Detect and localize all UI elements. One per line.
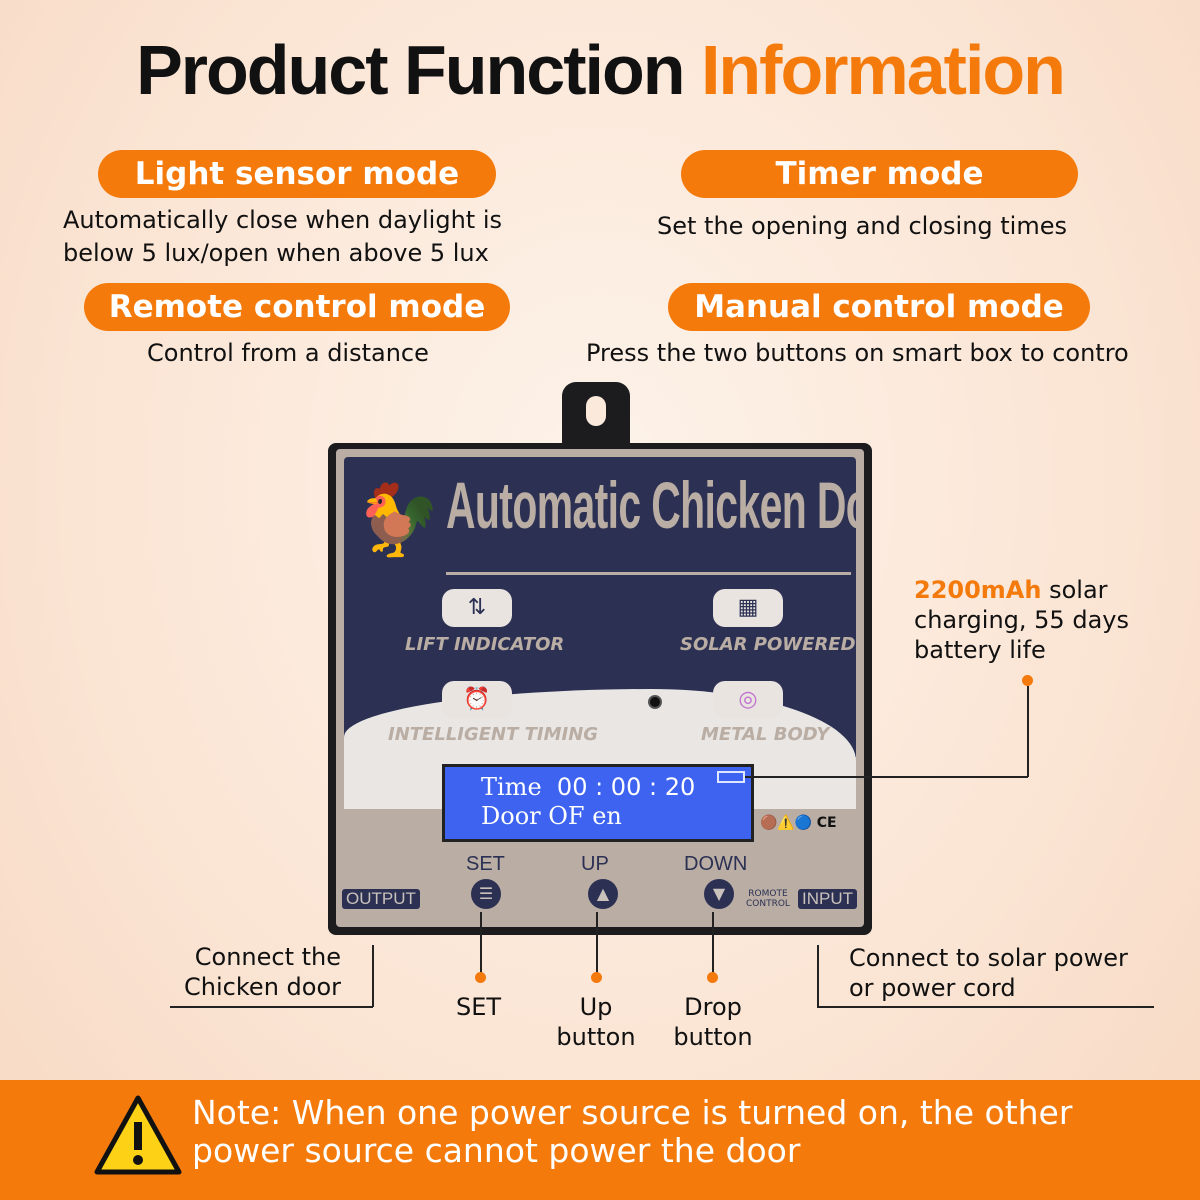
light-sensor bbox=[648, 695, 662, 709]
callout-line bbox=[712, 912, 714, 974]
warning-icon bbox=[94, 1095, 182, 1175]
lcd-line-1: Time 00 : 00 : 20 bbox=[481, 773, 751, 802]
callout-line bbox=[817, 1006, 1154, 1008]
feature-label: LIFT INDICATOR bbox=[405, 634, 565, 655]
set-callout: SET bbox=[456, 993, 502, 1021]
callout-dot bbox=[475, 972, 486, 983]
certification-icons: 🟤⚠️🔵 CE bbox=[760, 815, 837, 831]
callout-line bbox=[170, 1006, 373, 1008]
callout-line bbox=[745, 776, 1028, 778]
title-accent: Information bbox=[700, 31, 1066, 109]
remote-line: ROMOTE bbox=[748, 889, 788, 899]
output-text: Connect the bbox=[194, 943, 341, 971]
up-text: button bbox=[556, 1023, 636, 1051]
input-text: Connect to solar power bbox=[849, 944, 1128, 972]
battery-text: battery life bbox=[914, 636, 1046, 664]
input-text: or power cord bbox=[849, 974, 1016, 1002]
set-button[interactable]: ☰ bbox=[471, 879, 501, 909]
note-banner bbox=[0, 1080, 1200, 1200]
battery-text: charging, 55 days bbox=[914, 606, 1129, 634]
alarm-clock-icon: ⏰ bbox=[442, 681, 512, 719]
mode-manual: Manual control mode bbox=[668, 283, 1090, 331]
mode-timer-desc: Set the opening and closing times bbox=[657, 212, 1067, 240]
callout-dot bbox=[591, 972, 602, 983]
drop-text: button bbox=[673, 1023, 753, 1051]
mode-manual-desc: Press the two buttons on smart box to co… bbox=[586, 339, 1129, 367]
drop-text: Drop bbox=[684, 993, 742, 1021]
wall-hanger bbox=[562, 382, 630, 448]
metal-body-icon: ◎ bbox=[713, 681, 783, 719]
callout-line bbox=[817, 945, 819, 1007]
lcd-time-value: 00 : 00 : 20 bbox=[556, 773, 696, 801]
battery-icon bbox=[717, 771, 745, 783]
device-brand: Automatic Chicken Door bbox=[446, 468, 864, 542]
callout-dot bbox=[1022, 675, 1033, 686]
rooster-icon: 🐓 bbox=[354, 479, 442, 561]
callout-dot bbox=[707, 972, 718, 983]
callout-line bbox=[372, 945, 374, 1007]
down-label: DOWN bbox=[684, 853, 748, 875]
output-port-label: OUTPUT bbox=[342, 889, 420, 909]
set-label: SET bbox=[466, 853, 505, 875]
battery-text: solar bbox=[1049, 576, 1108, 604]
desc-line: Automatically close when daylight is bbox=[63, 206, 502, 234]
up-button[interactable]: ▲ bbox=[588, 879, 618, 909]
callout-line bbox=[480, 912, 482, 974]
down-button[interactable]: ▼ bbox=[704, 879, 734, 909]
up-label: UP bbox=[581, 853, 609, 875]
up-text: Up bbox=[579, 993, 613, 1021]
keyhole bbox=[586, 396, 606, 426]
remote-line: CONTROL bbox=[746, 899, 790, 909]
callout-line bbox=[1027, 686, 1029, 777]
chicken-door-controller: 🐓 Automatic Chicken Door ⇅ LIFT INDICATO… bbox=[328, 443, 872, 935]
solar-panel-icon: ▦ bbox=[713, 589, 783, 627]
callout-line bbox=[596, 912, 598, 974]
battery-capacity: 2200mAh bbox=[914, 576, 1042, 604]
ce-mark: CE bbox=[816, 815, 837, 831]
feature-label: METAL BODY bbox=[701, 724, 830, 745]
lcd-time-label: Time bbox=[481, 773, 542, 801]
title-main: Product Function bbox=[136, 31, 685, 109]
mode-timer: Timer mode bbox=[681, 150, 1078, 198]
mode-remote: Remote control mode bbox=[84, 283, 510, 331]
feature-label: INTELLIGENT TIMING bbox=[388, 724, 599, 745]
mode-light-sensor: Light sensor mode bbox=[98, 150, 496, 198]
feature-label: SOLAR POWERED bbox=[680, 634, 856, 655]
output-text: Chicken door bbox=[184, 973, 341, 1001]
lcd-display: Time 00 : 00 : 20 Door OF en bbox=[442, 764, 754, 842]
note-text: Note: When one power source is turned on… bbox=[192, 1093, 1073, 1170]
brand-underline bbox=[446, 572, 851, 575]
mode-remote-desc: Control from a distance bbox=[147, 339, 429, 367]
device-face: 🐓 Automatic Chicken Door ⇅ LIFT INDICATO… bbox=[336, 449, 864, 927]
page-title: Product Function Information bbox=[0, 30, 1200, 110]
desc-line: below 5 lux/open when above 5 lux bbox=[63, 239, 489, 267]
mode-light-sensor-desc: Automatically close when daylight is belo… bbox=[63, 204, 502, 270]
lcd-line-2: Door OF en bbox=[481, 802, 622, 830]
lift-indicator-icon: ⇅ bbox=[442, 589, 512, 627]
input-port-label: INPUT bbox=[798, 889, 857, 909]
